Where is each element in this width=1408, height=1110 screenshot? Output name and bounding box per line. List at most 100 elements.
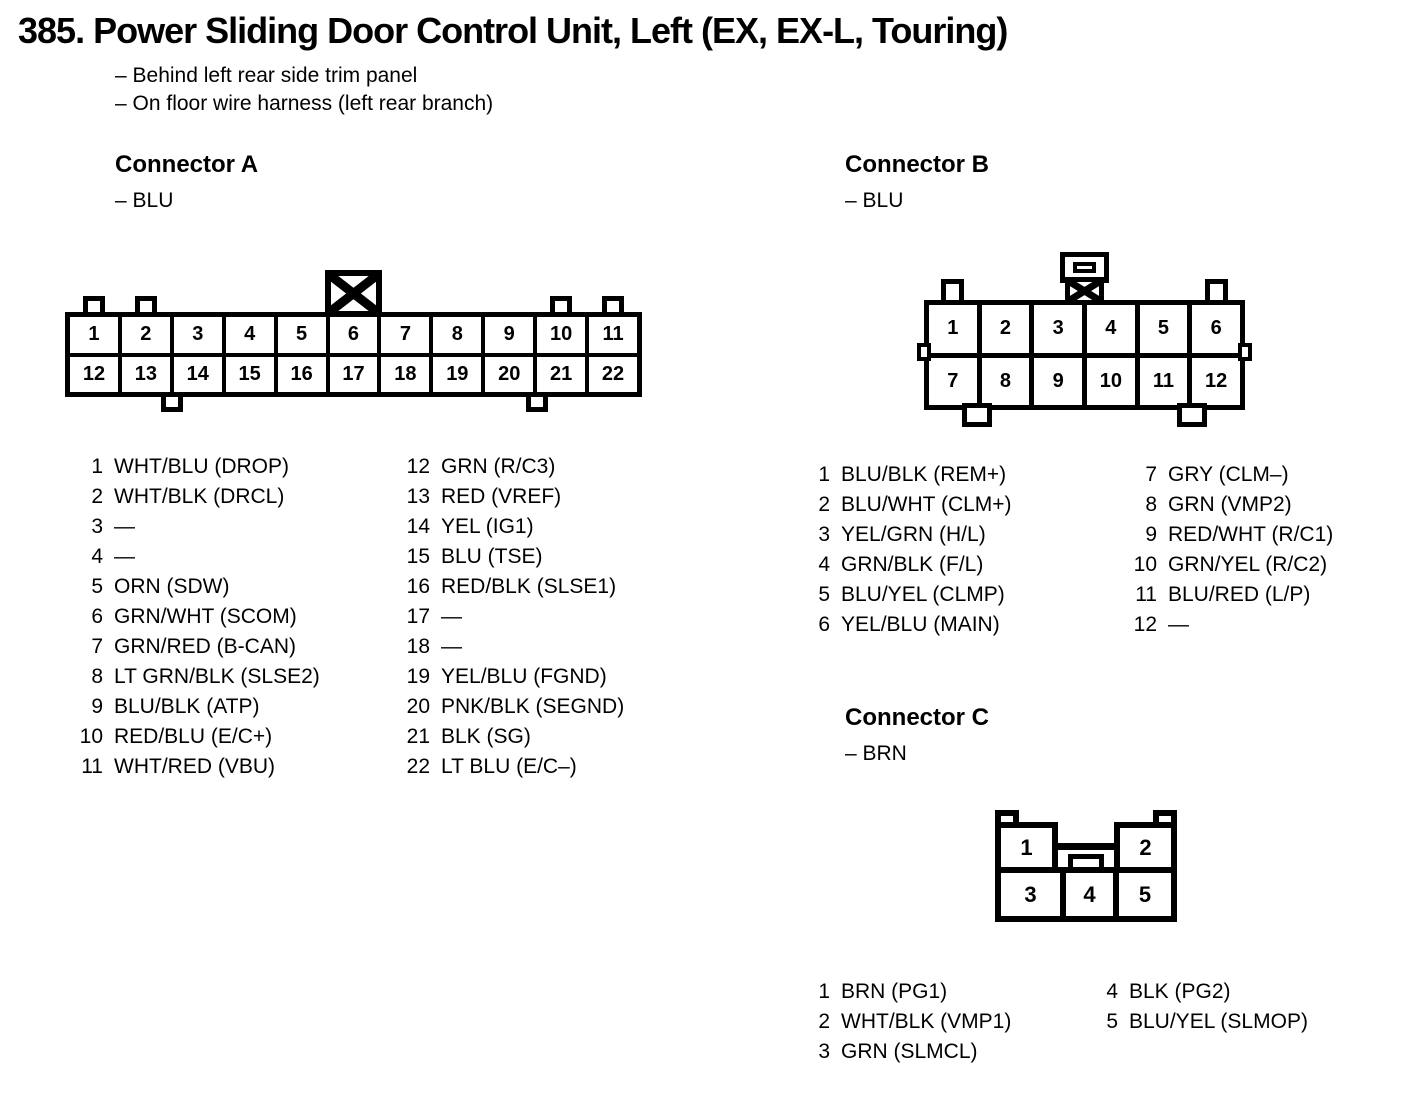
connector-a-pin-cell: 9 [485, 317, 534, 353]
pin-number: 16 [406, 575, 430, 598]
pin-number: 5 [818, 583, 830, 606]
connector-a-pin-cell: 16 [277, 356, 326, 392]
pin-number: 11 [1135, 583, 1157, 606]
pin-label: BLU/BLK (REM+) [841, 463, 1007, 486]
connector-c-title: Connector C [845, 704, 989, 731]
pin-label: YEL/BLU (FGND) [441, 665, 607, 688]
pin-label: ORN (SDW) [114, 575, 230, 598]
connector-c-pin-cell: 2 [1120, 828, 1171, 867]
pin-label: YEL/BLU (MAIN) [841, 613, 1000, 636]
connector-a-pin-cell: 14 [173, 356, 222, 392]
pin-label: RED (VREF) [441, 485, 562, 508]
pin-label: PNK/BLK (SEGND) [441, 695, 625, 718]
connector-a-pin-cell: 4 [225, 317, 274, 353]
pin-row: 13 RED (VREF) [400, 482, 624, 512]
connector-b-pin-cell: 6 [1192, 305, 1240, 353]
connector-c-pin-cell: 3 [1001, 873, 1060, 916]
connector-b-pin-cell: 7 [929, 357, 977, 405]
pin-number: 22 [406, 755, 430, 778]
pin-number: 15 [406, 545, 430, 568]
connector-a-pin-cell: 10 [537, 317, 586, 353]
pin-number: 3 [91, 515, 103, 538]
connector-a-pin-cell: 1 [70, 317, 118, 353]
connector-a-pin-cell: 8 [433, 317, 482, 353]
pin-number: 4 [91, 545, 103, 568]
connector-c-middle-ledge [1052, 843, 1120, 850]
pin-row: 17— [400, 602, 624, 632]
page-title: 385. Power Sliding Door Control Unit, Le… [18, 10, 1008, 51]
connector-b-title: Connector B [845, 151, 989, 178]
connector-a-bottom-tab [526, 392, 548, 412]
pin-label: GRN (R/C3) [441, 455, 556, 478]
pin-number: 18 [406, 635, 430, 658]
pin-number: 20 [406, 695, 430, 718]
pin-row: 20 PNK/BLK (SEGND) [400, 692, 625, 722]
pin-label: GRN (VMP2) [1168, 493, 1292, 516]
pin-number: 5 [1106, 1010, 1118, 1033]
pin-number: 2 [91, 485, 103, 508]
pin-label: BLU/BLK (ATP) [114, 695, 260, 718]
pin-label: YEL/GRN (H/L) [841, 523, 986, 546]
connector-b-pin-cell: 5 [1139, 305, 1188, 353]
pin-number: 6 [91, 605, 103, 628]
connector-c-pin-cell: 1 [1001, 828, 1052, 867]
connector-b-pin-cell: 4 [1087, 305, 1135, 353]
connector-c-pin-cell-top: 2 [1114, 822, 1177, 873]
pin-label: — [114, 515, 135, 538]
pin-label: — [441, 605, 462, 628]
connector-b-pin-cell: 9 [1034, 357, 1082, 405]
pin-number: 9 [91, 695, 103, 718]
pin-label: — [441, 635, 462, 658]
pin-number: 2 [818, 1010, 830, 1033]
connector-c-pin-cell-top: 1 [995, 822, 1058, 873]
connector-a-pin-cell: 17 [329, 356, 378, 392]
pin-label: BLK (PG2) [1129, 980, 1231, 1003]
pin-label: — [114, 545, 135, 568]
pin-number: 7 [1145, 463, 1157, 486]
pin-label: GRN (SLMCL) [841, 1040, 978, 1063]
pin-number: 8 [91, 665, 103, 688]
pin-number: 3 [818, 523, 830, 546]
pin-row: 12— [1127, 610, 1333, 640]
pin-number: 13 [406, 485, 430, 508]
connector-a-pin-cell: 19 [433, 356, 482, 392]
pin-label: GRN/BLK (F/L) [841, 553, 984, 576]
pin-label: BLK (SG) [441, 725, 531, 748]
connector-a-pin-cell: 11 [589, 317, 637, 353]
connector-b-pin-cell: 1 [929, 305, 977, 353]
connector-a-pin-cell: 3 [173, 317, 222, 353]
connector-a-pin-cell: 6 [329, 317, 378, 353]
pin-label: GRN/RED (B-CAN) [114, 635, 296, 658]
pin-number: 2 [818, 493, 830, 516]
pin-number: 14 [406, 515, 430, 538]
pin-number: 11 [81, 755, 103, 778]
connector-b-bottom-tab [962, 403, 992, 427]
connector-b-color: – BLU [845, 189, 904, 212]
connector-a-pin-cell: 22 [589, 356, 637, 392]
connector-a-pin-cell: 20 [485, 356, 534, 392]
connector-c-color: – BRN [845, 742, 907, 765]
pin-number: 21 [406, 725, 430, 748]
pin-label: BLU/YEL (CLMP) [841, 583, 1005, 606]
pin-label: BLU/RED (L/P) [1168, 583, 1311, 606]
connector-b-pin-cell: 8 [981, 357, 1030, 405]
